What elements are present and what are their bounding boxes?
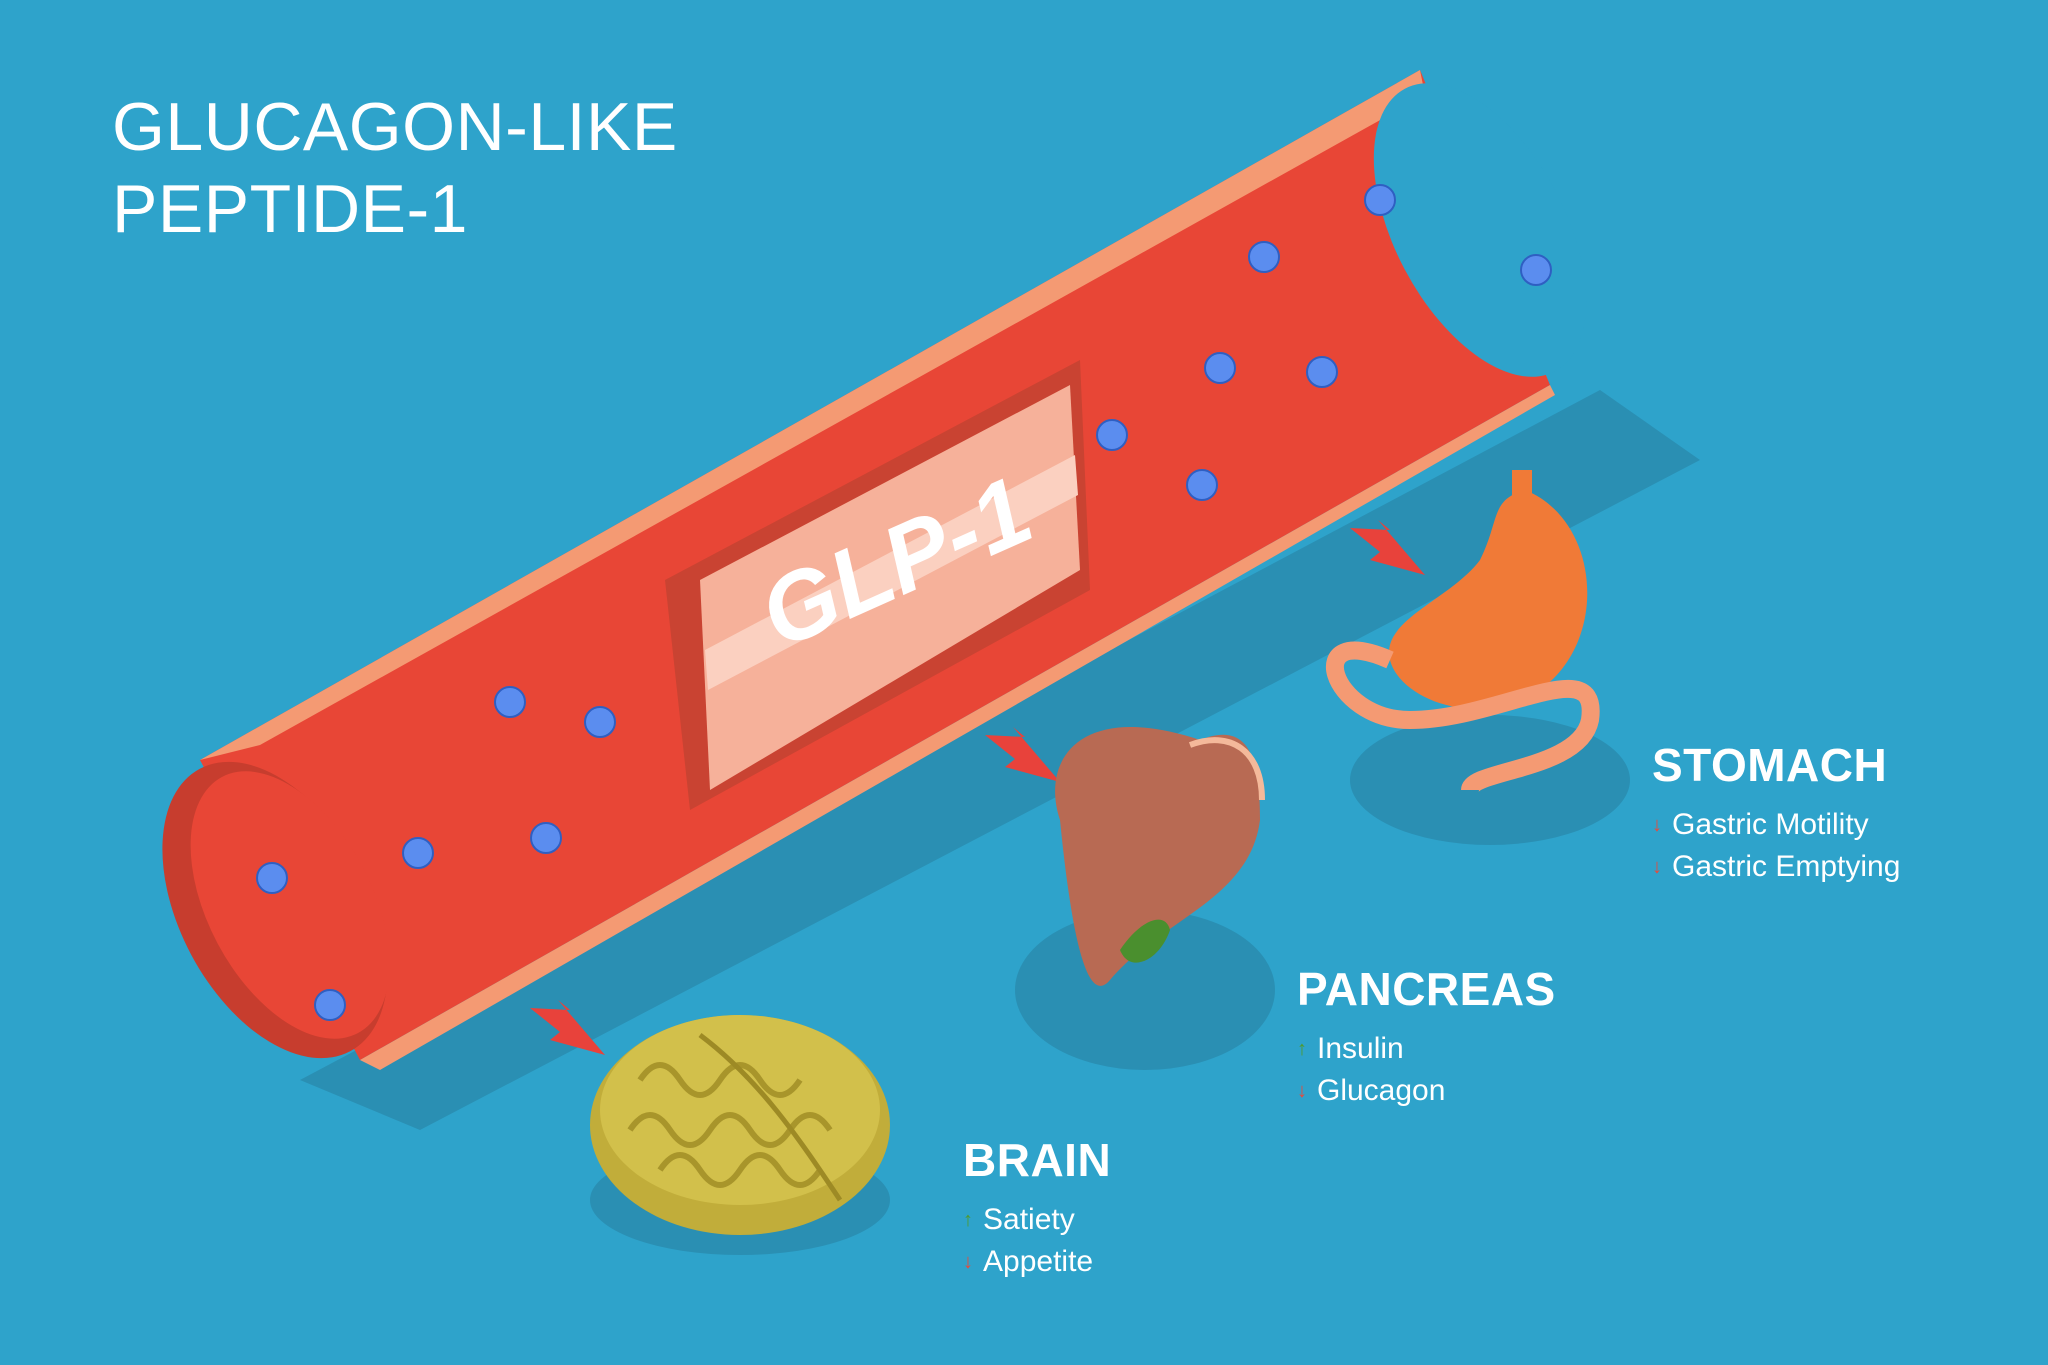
organ-name: STOMACH [1652,739,1888,791]
effect-item: ↓ Appetite [963,1241,1111,1283]
arrow-down-icon: ↓ [963,1251,973,1273]
brain-illustration [590,1015,890,1235]
effect-text: Insulin [1317,1032,1404,1065]
effect-item: ↓ Gastric Emptying [1652,846,1900,888]
page-title: GLUCAGON-LIKE PEPTIDE-1 [112,86,678,250]
stomach-illustration [1325,470,1600,794]
flow-arrows [530,520,1425,1055]
arrow-down-icon: ↓ [1297,1080,1307,1102]
arrow-up-icon: ↑ [1297,1038,1307,1060]
effect-text: Appetite [983,1245,1094,1278]
glp1-badge [665,360,1090,810]
pancreas-label: PANCREAS ↑ Insulin ↓ Glucagon [1297,962,1556,1112]
pancreas-illustration [1055,727,1265,986]
effect-item: ↑ Insulin [1297,1028,1556,1070]
arrow-up-icon: ↑ [963,1209,973,1231]
effect-text: Gastric Motility [1672,808,1869,841]
title-line-2: PEPTIDE-1 [112,171,468,247]
organ-name: PANCREAS [1297,963,1556,1015]
glp1-molecules [256,184,1552,1021]
arrow-down-icon: ↓ [1652,814,1662,836]
stomach-label: STOMACH ↓ Gastric Motility ↓ Gastric Empty… [1652,738,1900,888]
effect-text: Gastric Emptying [1672,850,1901,883]
effect-item: ↓ Gastric Motility [1652,804,1900,846]
effect-item: ↑ Satiety [963,1199,1111,1241]
effect-text: Glucagon [1317,1074,1446,1107]
brain-label: BRAIN ↑ Satiety ↓ Appetite [963,1133,1111,1283]
effect-text: Satiety [983,1203,1075,1236]
organ-name: BRAIN [963,1134,1112,1186]
title-line-1: GLUCAGON-LIKE [112,89,678,165]
effect-item: ↓ Glucagon [1297,1070,1556,1112]
arrow-down-icon: ↓ [1652,856,1662,878]
vessel-shadow [300,390,1700,1130]
